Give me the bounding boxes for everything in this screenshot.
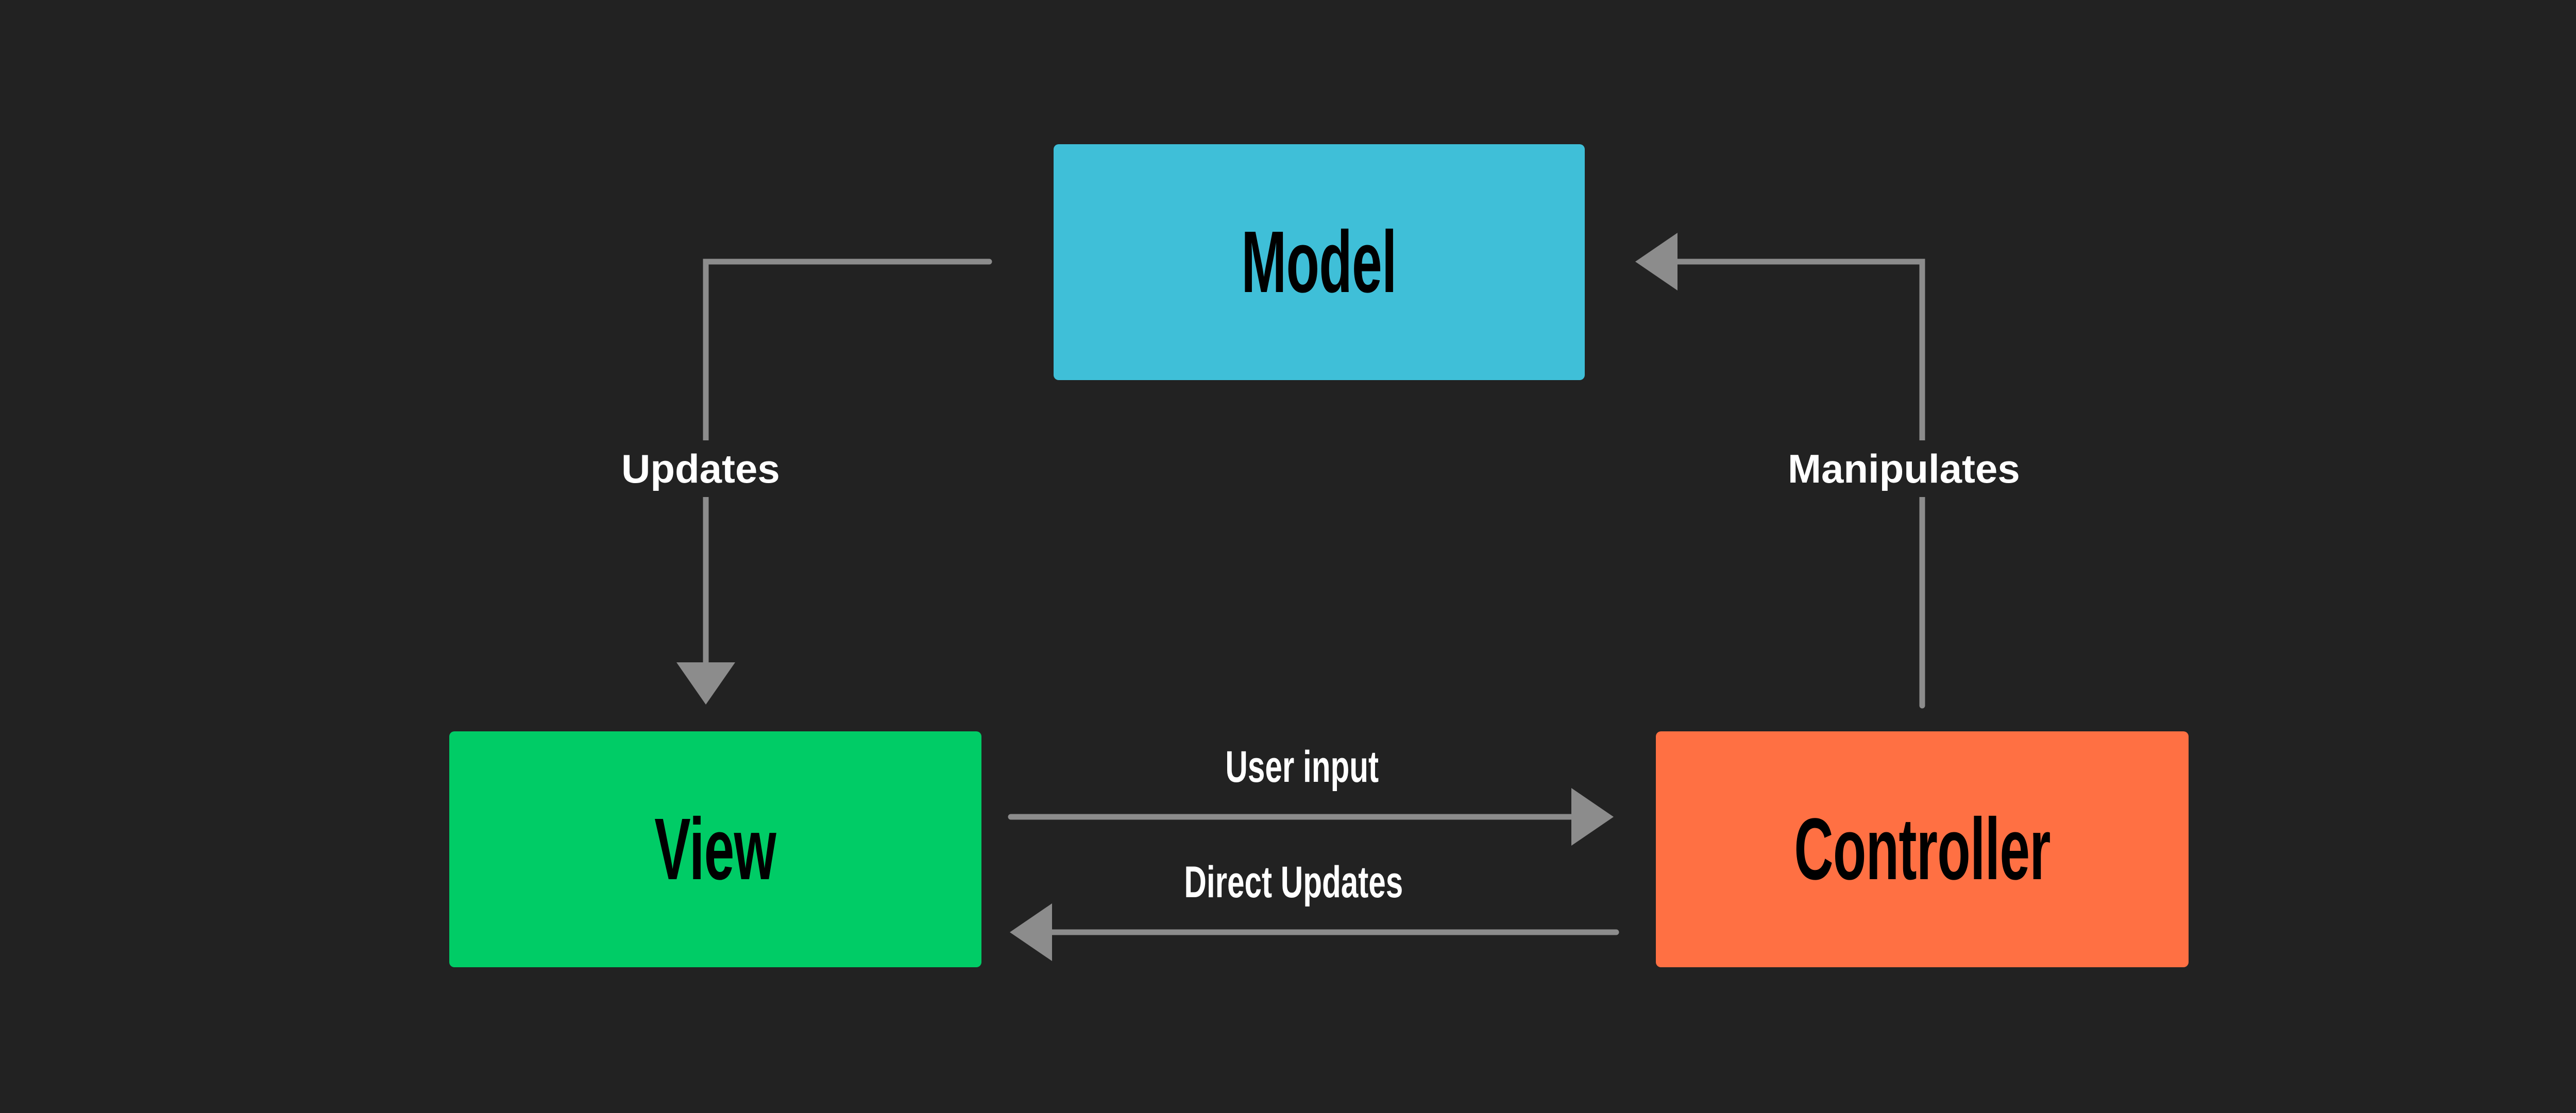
- node-controller-label: Controller: [1794, 800, 2050, 898]
- edge-label-user-input: User input: [1221, 740, 1383, 794]
- node-model[interactable]: Model: [1054, 144, 1585, 380]
- direct-updates-arrowhead-icon: [1010, 903, 1052, 961]
- node-view-label: View: [654, 800, 776, 898]
- updates-arrowhead-icon: [676, 662, 735, 705]
- edge-label-updates: Updates: [614, 440, 787, 497]
- manipulates-arrowhead-icon: [1635, 233, 1677, 290]
- user-input-arrowhead-icon: [1571, 788, 1614, 846]
- edge-label-direct-updates: Direct Updates: [1180, 855, 1408, 910]
- node-view[interactable]: View: [449, 731, 981, 967]
- edge-label-manipulates: Manipulates: [1781, 440, 2027, 497]
- node-model-label: Model: [1241, 213, 1397, 311]
- node-controller[interactable]: Controller: [1656, 731, 2189, 967]
